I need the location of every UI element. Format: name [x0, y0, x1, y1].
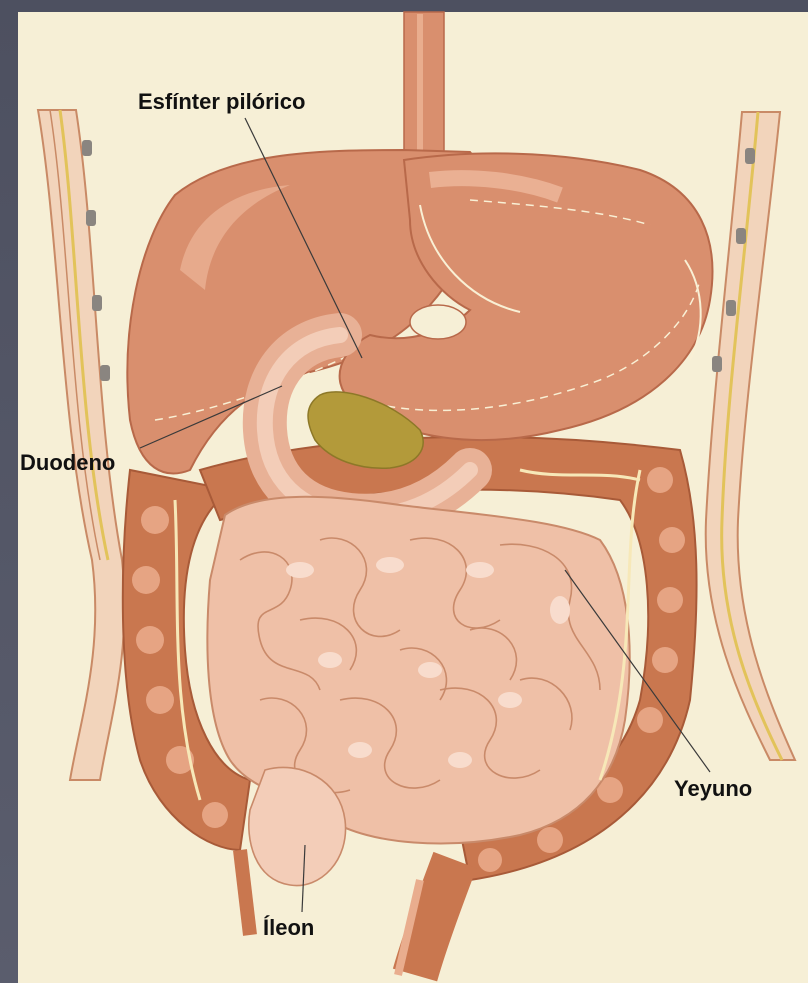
right-body-wall: [706, 112, 795, 760]
label-jejunum: Yeyuno: [674, 776, 752, 801]
label-pyloric-sphincter: Esfínter pilórico: [138, 89, 305, 114]
label-duodenum: Duodeno: [20, 450, 115, 475]
label-ileum: Íleon: [263, 915, 314, 940]
left-body-wall: [38, 110, 125, 780]
esophagus: [404, 12, 444, 170]
